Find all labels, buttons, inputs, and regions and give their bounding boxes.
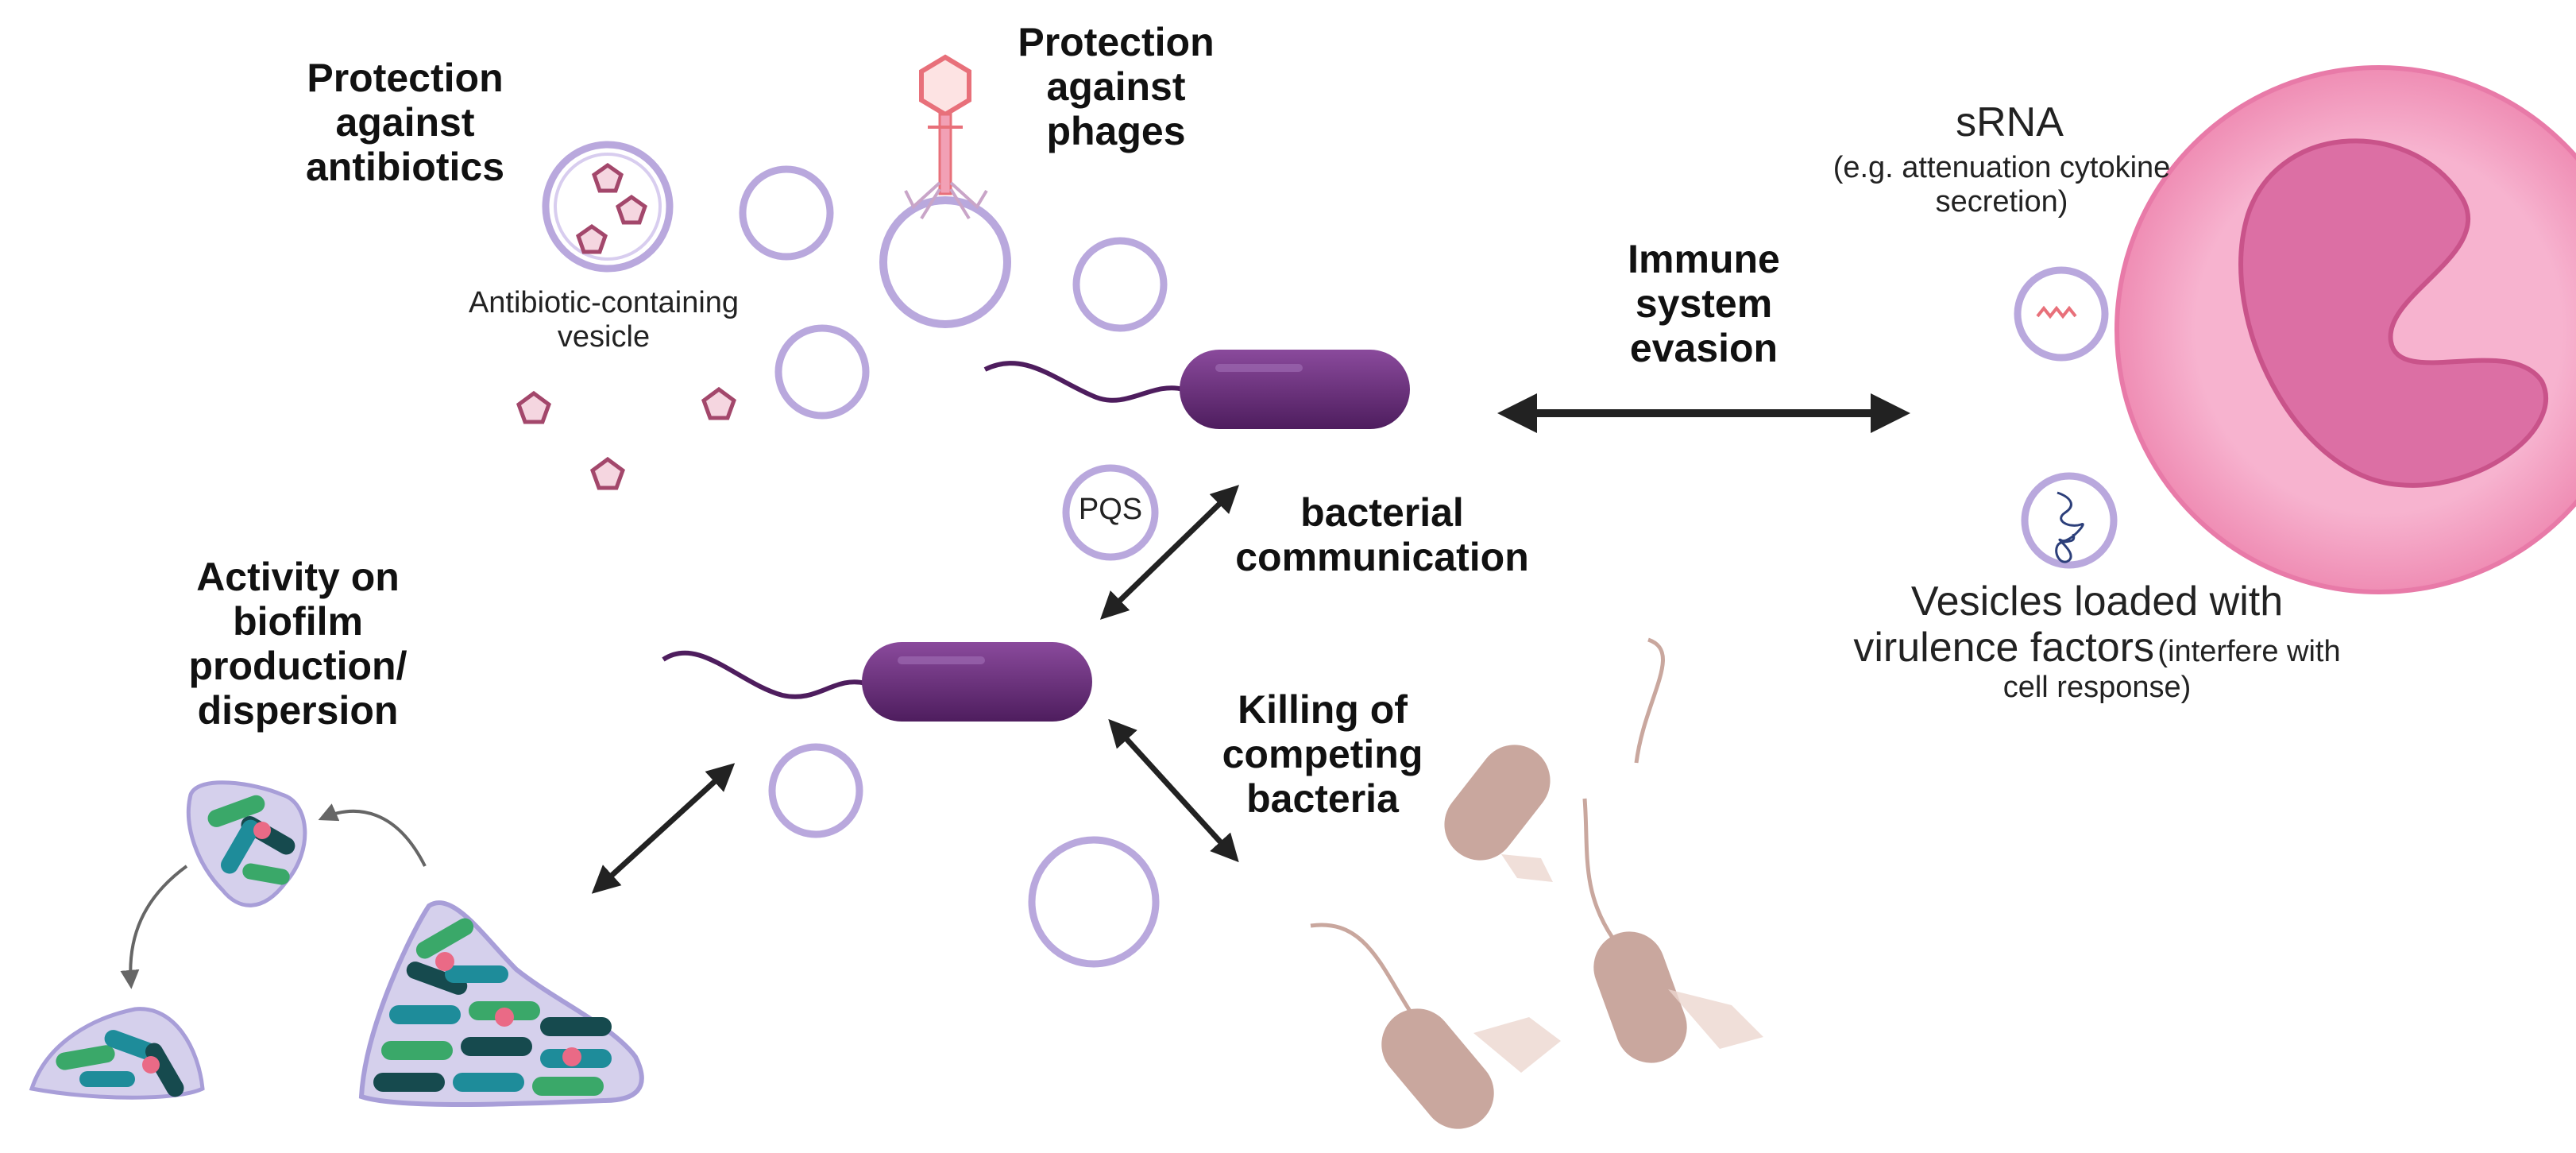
antibiotic-pentagon-icon — [592, 162, 624, 193]
label-pqs: PQS — [1066, 493, 1155, 527]
text-line: biofilm — [233, 599, 363, 644]
label-biofilm: Activity on biofilm production/ dispersi… — [159, 555, 437, 733]
text-line: Vesicles loaded with — [1910, 578, 2284, 625]
biofilm-cycle-arrows — [120, 803, 427, 989]
text-line: against — [335, 100, 475, 145]
text-line: secretion) — [1935, 184, 2068, 219]
biofilm-small-bottom — [29, 1007, 205, 1100]
label-virulence: Vesicles loaded with virulence factors (… — [1779, 578, 2415, 705]
label-antibiotic-vesicle: Antibiotic-containing vesicle — [413, 286, 794, 354]
arrow-killing — [1108, 718, 1239, 863]
text-line: Immune — [1628, 237, 1780, 281]
label-protection-phages: Protection against phages — [997, 20, 1235, 153]
text-line: antibiotics — [305, 145, 505, 189]
text-line: production/ — [188, 644, 407, 688]
text-line: evasion — [1629, 326, 1778, 370]
text-line: competing — [1222, 732, 1423, 776]
text-line: Killing of — [1238, 687, 1408, 732]
label-immune-evasion: Immune system evasion — [1589, 237, 1819, 370]
text-line: bacteria — [1246, 776, 1399, 821]
macrophage-icon — [2114, 65, 2576, 594]
text-line: Protection — [1018, 20, 1215, 64]
text-line: PQS — [1078, 493, 1143, 526]
text-line: virulence factors — [1853, 625, 2154, 671]
label-srna: sRNA — [1867, 99, 2153, 145]
antibiotic-pentagon-icon — [516, 390, 551, 424]
text-line: phages — [1046, 109, 1186, 153]
text-line: vesicle — [557, 319, 651, 354]
text-line: Activity on — [196, 555, 400, 599]
label-srna-note: (e.g. attenuation cytokine secretion) — [1755, 151, 2248, 219]
bacterium-top-icon — [983, 350, 1410, 429]
dead-bacteria-group — [1310, 637, 1763, 1129]
text-line: (interfere with — [2157, 635, 2341, 669]
antibiotic-pentagon-icon — [576, 223, 608, 254]
antibiotic-pentagon-icon — [590, 456, 625, 490]
arrow-communication — [1099, 485, 1240, 620]
text-line: sRNA — [1956, 99, 2064, 145]
antibiotic-pentagon-icon — [616, 194, 647, 225]
biofilm-small-top — [186, 780, 307, 907]
label-killing: Killing of competing bacteria — [1199, 687, 1446, 821]
virulence-vesicle — [2021, 472, 2118, 569]
text-line: communication — [1235, 535, 1529, 579]
antibiotic-pentagon-icon — [701, 386, 736, 420]
text-line: against — [1046, 64, 1186, 109]
label-bacterial-communication: bacterial communication — [1215, 490, 1549, 579]
biofilm-large — [358, 900, 644, 1107]
text-line: Antibiotic-containing — [468, 286, 740, 319]
text-line: dispersion — [197, 688, 399, 733]
text-line: Protection — [307, 56, 504, 100]
text-line: (e.g. attenuation cytokine — [1833, 151, 2171, 184]
text-line: system — [1635, 281, 1773, 326]
vesicle-group-bottom — [768, 743, 1160, 968]
antibiotic-vesicle — [542, 141, 674, 273]
label-protection-antibiotics: Protection against antibiotics — [278, 56, 532, 189]
srna-vesicle — [2014, 266, 2109, 362]
vesicle-group-top — [739, 165, 1168, 420]
text-line: bacterial — [1300, 490, 1464, 535]
text-line: cell response) — [2002, 671, 2192, 705]
phage-icon — [879, 54, 1011, 328]
arrow-biofilm — [591, 763, 736, 894]
bacterium-bottom-icon — [662, 642, 1092, 722]
